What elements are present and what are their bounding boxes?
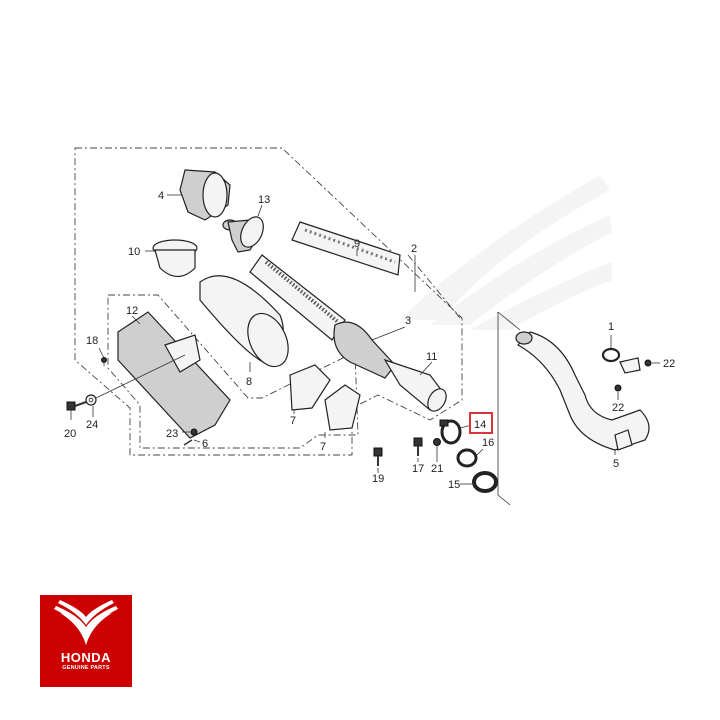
flange-nut-22a — [619, 357, 660, 374]
pipe-bracket-line — [497, 311, 521, 506]
callout-13: 13 — [258, 194, 270, 206]
callout-24: 24 — [86, 419, 98, 431]
bolt-20 — [66, 401, 87, 420]
assembly-outline — [74, 147, 463, 456]
callout-14-highlight[interactable] — [469, 412, 493, 434]
bolt-18 — [98, 347, 107, 366]
callout-15: 15 — [448, 479, 460, 491]
glass-wool-packing — [199, 275, 289, 372]
callout-12: 12 — [126, 305, 138, 317]
end-cap — [167, 169, 231, 221]
callout-22b: 22 — [612, 402, 624, 414]
callout-23: 23 — [166, 428, 178, 440]
bolt-17 — [413, 437, 423, 462]
tail-pipe — [222, 204, 264, 253]
heat-guard — [117, 311, 231, 439]
leader-24 — [95, 354, 186, 399]
callout-8: 8 — [246, 376, 252, 388]
packing-strip — [291, 221, 401, 276]
honda-watermark — [400, 175, 612, 330]
exhaust-pipe — [515, 331, 650, 455]
logo-tagline: GENUINE PARTS — [62, 665, 110, 671]
callout-17: 17 — [412, 463, 424, 475]
logo-brand: HONDA — [60, 650, 112, 665]
gasket-15 — [460, 471, 498, 493]
bolt-23 — [182, 428, 198, 436]
callout-4: 4 — [158, 190, 164, 202]
protector-cap — [145, 239, 198, 278]
washer-24 — [85, 394, 97, 417]
honda-genuine-parts-logo: HONDA GENUINE PARTS — [40, 595, 132, 687]
callout-19: 19 — [372, 473, 384, 485]
leader-3 — [371, 326, 406, 341]
callout-22a: 22 — [663, 358, 675, 370]
collar-b — [324, 384, 361, 438]
flange-nut-22b — [614, 384, 622, 400]
bolt-6 — [183, 439, 201, 446]
nut-21 — [433, 438, 441, 462]
bolt-19 — [373, 447, 383, 473]
callout-5: 5 — [613, 458, 619, 470]
leader-11 — [419, 361, 433, 376]
callout-21: 21 — [431, 463, 443, 475]
callout-20: 20 — [64, 428, 76, 440]
callout-10: 10 — [128, 246, 140, 258]
callout-16: 16 — [482, 437, 494, 449]
honda-wing-icon — [54, 600, 118, 645]
callout-6: 6 — [202, 438, 208, 450]
callout-labels: 1 2 3 4 5 6 7 7 8 9 10 11 12 13 14 15 16… — [64, 190, 675, 491]
gasket-16 — [456, 448, 484, 468]
callout-1: 1 — [608, 321, 614, 333]
callout-11: 11 — [426, 351, 437, 363]
collar-a — [289, 364, 331, 414]
callout-14: 14 — [474, 419, 486, 431]
callout-7a: 7 — [290, 415, 296, 427]
callout-3: 3 — [405, 315, 411, 327]
callout-2: 2 — [411, 243, 417, 255]
callout-7b: 7 — [320, 441, 326, 453]
callout-18: 18 — [86, 335, 98, 347]
gasket-ring-1 — [601, 335, 621, 363]
callout-9: 9 — [354, 238, 360, 250]
band-clamp — [439, 419, 473, 445]
